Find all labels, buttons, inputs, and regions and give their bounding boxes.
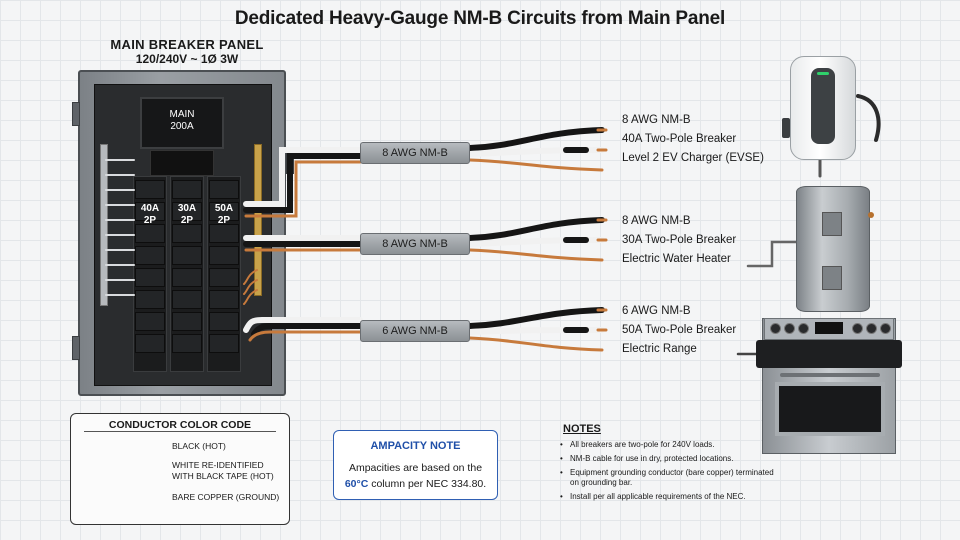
range-display	[815, 322, 843, 334]
water-heater-icon	[796, 186, 870, 312]
panel-heading: MAIN BREAKER PANEL	[110, 37, 264, 52]
circuit-breaker: 50A Two-Pole Breaker	[622, 324, 737, 336]
note-item: NM-B cable for use in dry, protected loc…	[560, 454, 775, 464]
cable-jacket-2: 8 AWG NM-B	[360, 233, 470, 255]
circuit-load: Electric Water Heater	[622, 253, 731, 265]
ev-charger-face	[811, 68, 835, 144]
range-oven-door	[775, 382, 885, 436]
note-item: Equipment grounding conductor (bare copp…	[560, 468, 775, 488]
hinge-icon	[72, 102, 80, 126]
ev-charger-led	[817, 72, 829, 75]
note-item: Install per all applicable requirements …	[560, 492, 775, 502]
circuit-label-water-heater: 8 AWG NM-B 30A Two-Pole Breaker Electric…	[622, 212, 736, 269]
knob-icon	[880, 323, 891, 334]
bus-bar	[150, 150, 214, 176]
knob-icon	[798, 323, 809, 334]
note-item: All breakers are two-pole for 240V loads…	[560, 440, 775, 450]
legend-title: CONDUCTOR COLOR CODE	[108, 419, 252, 431]
main-breaker-label: MAIN	[169, 109, 195, 120]
main-breaker: MAIN 200A	[140, 97, 224, 149]
notes-title: NOTES	[563, 423, 601, 435]
ampacity-note-box	[333, 430, 498, 500]
legend-item-copper: BARE COPPER (GROUND)	[172, 492, 280, 502]
ampacity-title: AMPACITY NOTE	[370, 440, 461, 452]
range-handle	[780, 373, 880, 377]
breaker-column	[207, 176, 241, 372]
ampacity-temp: 60°C	[344, 478, 369, 490]
circuit-breaker: 40A Two-Pole Breaker	[622, 133, 737, 145]
breaker-column	[170, 176, 204, 372]
panel-rating: 120/240V ~ 1Ø 3W	[135, 52, 239, 66]
cable-jacket-3: 6 AWG NM-B	[360, 320, 470, 342]
legend-item-white: WHITE RE-IDENTIFIED WITH BLACK TAPE (HOT…	[172, 460, 274, 481]
breaker-column	[133, 176, 167, 372]
circuit-label-ev: 8 AWG NM-B 40A Two-Pole Breaker Level 2 …	[622, 111, 764, 168]
range-cooktop	[756, 340, 902, 368]
hinge-icon	[72, 336, 80, 360]
ampacity-body: Ampacities are based on the 60°C column …	[344, 462, 487, 490]
knob-icon	[770, 323, 781, 334]
ev-charger-bracket	[782, 118, 790, 138]
notes-list: All breakers are two-pole for 240V loads…	[560, 440, 775, 506]
cable-jacket-1: 8 AWG NM-B	[360, 142, 470, 164]
page-title: Dedicated Heavy-Gauge NM-B Circuits from…	[234, 8, 726, 29]
circuit-breaker: 30A Two-Pole Breaker	[622, 234, 737, 246]
ground-bar	[254, 144, 262, 296]
circuit-gauge: 8 AWG NM-B	[622, 114, 691, 126]
circuit-load: Electric Range	[622, 343, 697, 355]
neutral-bar	[100, 144, 108, 306]
legend-divider	[84, 431, 276, 432]
circuit-gauge: 8 AWG NM-B	[622, 215, 691, 227]
circuit-gauge: 6 AWG NM-B	[622, 305, 691, 317]
water-heater-panel	[822, 266, 842, 290]
knob-icon	[784, 323, 795, 334]
water-heater-valve	[868, 212, 874, 218]
knob-icon	[866, 323, 877, 334]
circuit-label-range: 6 AWG NM-B 50A Two-Pole Breaker Electric…	[622, 302, 736, 359]
knob-icon	[852, 323, 863, 334]
circuit-load: Level 2 EV Charger (EVSE)	[622, 152, 764, 164]
legend-item-black: BLACK (HOT)	[172, 441, 226, 451]
water-heater-panel	[822, 212, 842, 236]
main-breaker-rating: 200A	[170, 121, 194, 132]
